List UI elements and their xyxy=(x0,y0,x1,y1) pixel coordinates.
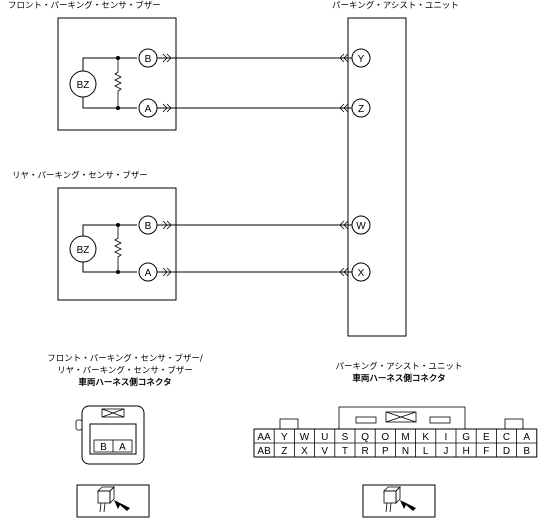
unit-connector-caption-1: パーキング・アシスト・ユニット xyxy=(336,361,463,372)
unit-connector-cell-top-10: G xyxy=(462,432,470,443)
front-resistor-icon xyxy=(114,58,122,108)
unit-connector-cell-bottom-9: J xyxy=(443,446,448,457)
front-buzzer-component: BZ B A xyxy=(57,17,177,131)
unit-connector-cell-top-0: AA xyxy=(257,432,271,443)
rear-buzzer-symbol-label: BZ xyxy=(77,245,90,256)
unit-connector-cell-top-3: U xyxy=(321,432,328,443)
unit-connector-cell-bottom-10: H xyxy=(462,446,469,457)
rear-pin-a-label: A xyxy=(145,268,152,279)
unit-connector-cell-bottom-0: AB xyxy=(257,446,271,457)
unit-connector-cell-top-13: A xyxy=(523,432,530,443)
buzzer-connector-housing xyxy=(81,405,145,465)
front-buzzer-title: フロント・パーキング・センサ・ブザー xyxy=(8,0,161,11)
rear-buzzer-wire-bottom xyxy=(82,262,118,273)
unit-connector-caption-2: 車両ハーネス側コネクタ xyxy=(352,373,445,384)
unit-connector-cell-top-4: S xyxy=(342,432,349,443)
front-buzzer-symbol-label: BZ xyxy=(77,80,90,91)
unit-pin-w-label: W xyxy=(356,221,366,232)
unit-pin-z-label: Z xyxy=(358,104,364,115)
rear-buzzer-component: BZ B A xyxy=(57,187,177,301)
buzzer-connector-caption-3: 車両ハーネス側コネクタ xyxy=(78,377,171,388)
unit-connector-cell-bottom-4: T xyxy=(342,446,348,457)
buzzer-connector-cell-b: B xyxy=(100,442,107,453)
rear-pin-b-label: B xyxy=(145,221,152,232)
unit-connector-cell-bottom-8: L xyxy=(423,446,429,457)
rear-buzzer-wire-top xyxy=(82,224,118,236)
unit-view-frame xyxy=(362,484,436,518)
unit-component: Y Z W X xyxy=(347,17,407,337)
front-buzzer-box xyxy=(57,17,177,131)
unit-connector-cell-bottom-7: N xyxy=(402,446,409,457)
buzzer-view-frame xyxy=(76,484,150,518)
unit-connector-cell-top-2: W xyxy=(300,432,310,443)
unit-pin-y-label: Y xyxy=(358,54,365,65)
unit-pin-x-label: X xyxy=(358,268,365,279)
unit-connector-cell-top-6: O xyxy=(381,432,389,443)
unit-connector-cell-bottom-2: X xyxy=(301,446,308,457)
buzzer-view-icon xyxy=(76,484,150,518)
buzzer-connector-face: B A xyxy=(75,405,145,465)
unit-view-icon xyxy=(362,484,436,518)
front-buzzer-wire-top xyxy=(82,57,118,71)
unit-connector-latch xyxy=(338,406,466,430)
buzzer-connector-cell-a: A xyxy=(119,442,126,453)
front-pin-a-label: A xyxy=(145,104,152,115)
unit-connector-cell-bottom-12: D xyxy=(503,446,510,457)
unit-connector-cell-top-5: Q xyxy=(361,432,369,443)
front-buzzer-wire-bottom xyxy=(82,97,118,109)
rear-buzzer-box xyxy=(57,187,177,301)
rear-resistor-icon xyxy=(114,225,122,272)
unit-connector-cell-bottom-1: Z xyxy=(281,446,287,457)
unit-connector-cell-bottom-5: R xyxy=(361,446,368,457)
unit-connector-cell-bottom-13: B xyxy=(523,446,530,457)
unit-connector-cell-top-11: E xyxy=(483,432,490,443)
rear-buzzer-title: リヤ・パーキング・センサ・ブザー xyxy=(12,170,148,181)
unit-connector-cell-top-8: K xyxy=(422,432,429,443)
unit-connector-cell-bottom-6: P xyxy=(382,446,389,457)
unit-connector-cell-bottom-3: V xyxy=(321,446,328,457)
buzzer-view-arrow-icon xyxy=(114,500,130,511)
unit-connector-cell-top-9: I xyxy=(445,432,448,443)
unit-title: パーキング・アシスト・ユニット xyxy=(332,0,459,11)
buzzer-connector-caption-1: フロント・パーキング・センサ・ブザー/ xyxy=(47,353,203,364)
buzzer-connector-caption-2: リヤ・パーキング・センサ・ブザー xyxy=(57,365,193,376)
harness-wires xyxy=(157,53,352,277)
unit-connector-cell-top-12: C xyxy=(503,432,510,443)
unit-view-arrow-icon xyxy=(400,500,416,511)
unit-box xyxy=(347,17,407,337)
unit-connector-cell-top-1: Y xyxy=(281,432,288,443)
front-pin-b-label: B xyxy=(145,54,152,65)
unit-connector-cell-top-7: M xyxy=(401,432,409,443)
unit-connector-cell-bottom-11: F xyxy=(483,446,489,457)
